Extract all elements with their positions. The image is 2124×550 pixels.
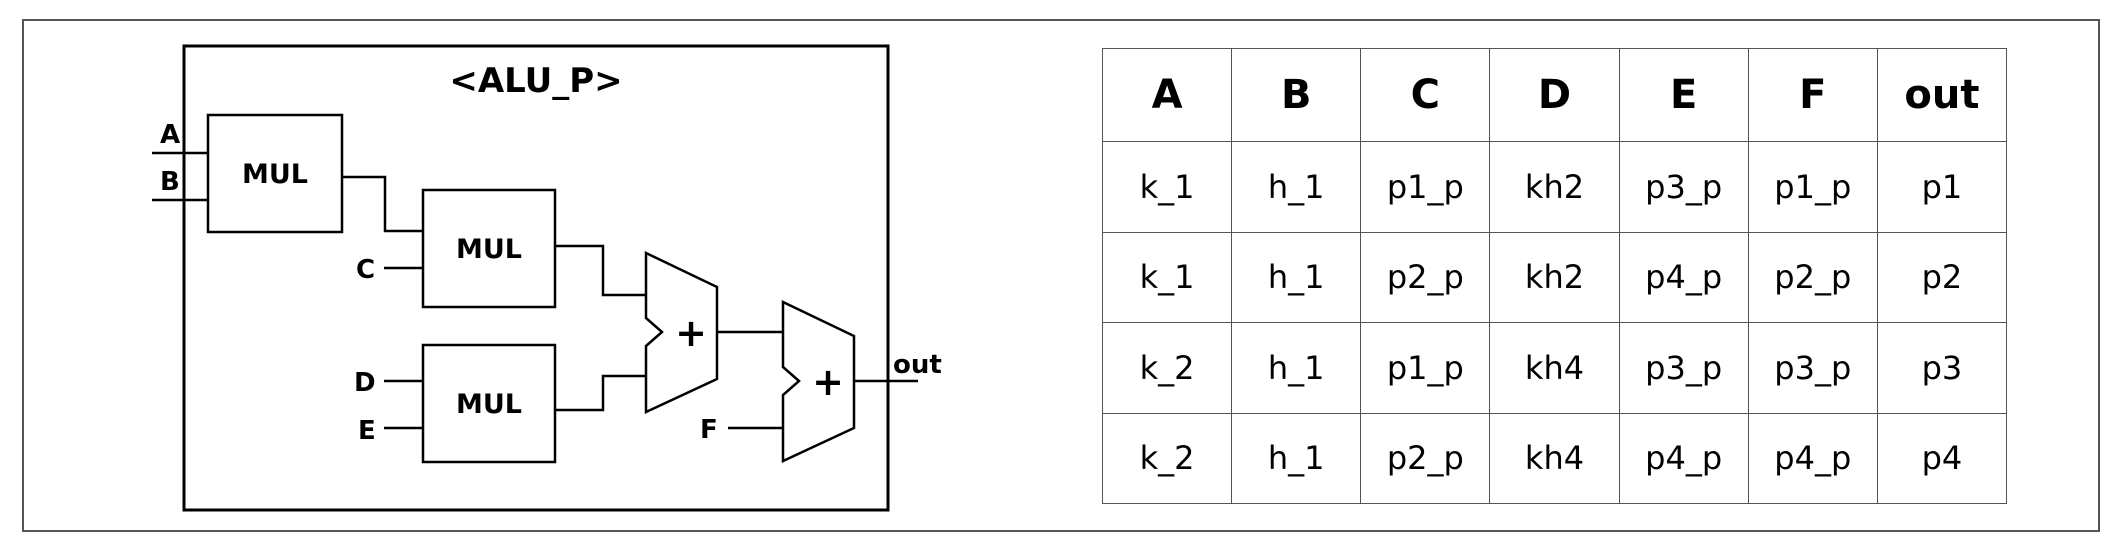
table-cell: p1_p — [1360, 141, 1491, 233]
column-header-e: E — [1618, 48, 1749, 142]
input-label-c: C — [356, 255, 375, 285]
table-cell: kh4 — [1489, 322, 1620, 414]
table-cell: p3_p — [1747, 322, 1878, 414]
table-cell: p3_p — [1618, 141, 1749, 233]
table-cell: p4_p — [1747, 412, 1878, 504]
mul-block-3 — [421, 343, 557, 464]
table-cell: p2 — [1876, 231, 2008, 323]
table-cell: k_1 — [1101, 141, 1233, 233]
table-cell: h_1 — [1231, 322, 1362, 414]
table-cell: h_1 — [1231, 231, 1362, 323]
wire-mul3-to-adder1 — [555, 374, 646, 412]
column-header-d: D — [1489, 48, 1620, 142]
table-cell: p1_p — [1747, 141, 1878, 233]
input-label-b: B — [160, 167, 180, 197]
column-header-c: C — [1360, 48, 1491, 142]
table-cell: kh2 — [1489, 231, 1620, 323]
table-cell: h_1 — [1231, 141, 1362, 233]
table-cell: p4 — [1876, 412, 2008, 504]
input-label-a: A — [160, 120, 180, 150]
column-header-a: A — [1101, 48, 1233, 142]
table-cell: p1_p — [1360, 322, 1491, 414]
table-header-row: A B C D E F out — [1101, 48, 2008, 142]
table-cell: p3_p — [1618, 322, 1749, 414]
adder-label-2: + — [812, 360, 844, 404]
table-cell: k_2 — [1101, 322, 1233, 414]
mul-block-2 — [421, 188, 557, 309]
mul-block-1 — [206, 113, 344, 234]
wire-mul2-to-adder1 — [555, 244, 646, 297]
table-cell: kh2 — [1489, 141, 1620, 233]
input-label-e: E — [358, 416, 376, 446]
column-header-f: F — [1747, 48, 1878, 142]
input-label-f: F — [700, 415, 718, 445]
mul-label-1: MUL — [242, 159, 308, 190]
table-cell: p4_p — [1618, 231, 1749, 323]
table-cell: p4_p — [1618, 412, 1749, 504]
mul-label-3: MUL — [456, 389, 522, 420]
wire-mul1-to-mul2 — [342, 175, 423, 233]
figure-frame — [22, 19, 2100, 532]
table-row: k_2 h_1 p2_p kh4 p4_p p4_p p4 — [1101, 412, 2008, 504]
table-cell: p1 — [1876, 141, 2008, 233]
mapping-table: A B C D E F out k_1 h_1 p1_p kh2 p3_p p1… — [1101, 48, 2008, 504]
table-cell: h_1 — [1231, 412, 1362, 504]
table-row: k_1 h_1 p1_p kh2 p3_p p1_p p1 — [1101, 141, 2008, 233]
table-row: k_2 h_1 p1_p kh4 p3_p p3_p p3 — [1101, 322, 2008, 414]
input-label-d: D — [354, 368, 376, 398]
alu-block — [182, 44, 890, 512]
adder-label-1: + — [675, 311, 707, 355]
alu-title: <ALU_P> — [449, 61, 622, 101]
column-header-b: B — [1231, 48, 1362, 142]
table-cell: p2_p — [1360, 231, 1491, 323]
table-cell: p2_p — [1747, 231, 1878, 323]
adder-block-1 — [644, 251, 719, 414]
output-label: out — [893, 350, 942, 380]
table-cell: p3 — [1876, 322, 2008, 414]
mul-label-2: MUL — [456, 234, 522, 265]
table-cell: kh4 — [1489, 412, 1620, 504]
table-row: k_1 h_1 p2_p kh2 p4_p p2_p p2 — [1101, 231, 2008, 323]
table-cell: k_1 — [1101, 231, 1233, 323]
table-cell: k_2 — [1101, 412, 1233, 504]
alu-diagram: <ALU_P> A B MUL MUL C MUL D E + + F out — [152, 44, 942, 512]
table-cell: p2_p — [1360, 412, 1491, 504]
column-header-out: out — [1876, 48, 2008, 142]
